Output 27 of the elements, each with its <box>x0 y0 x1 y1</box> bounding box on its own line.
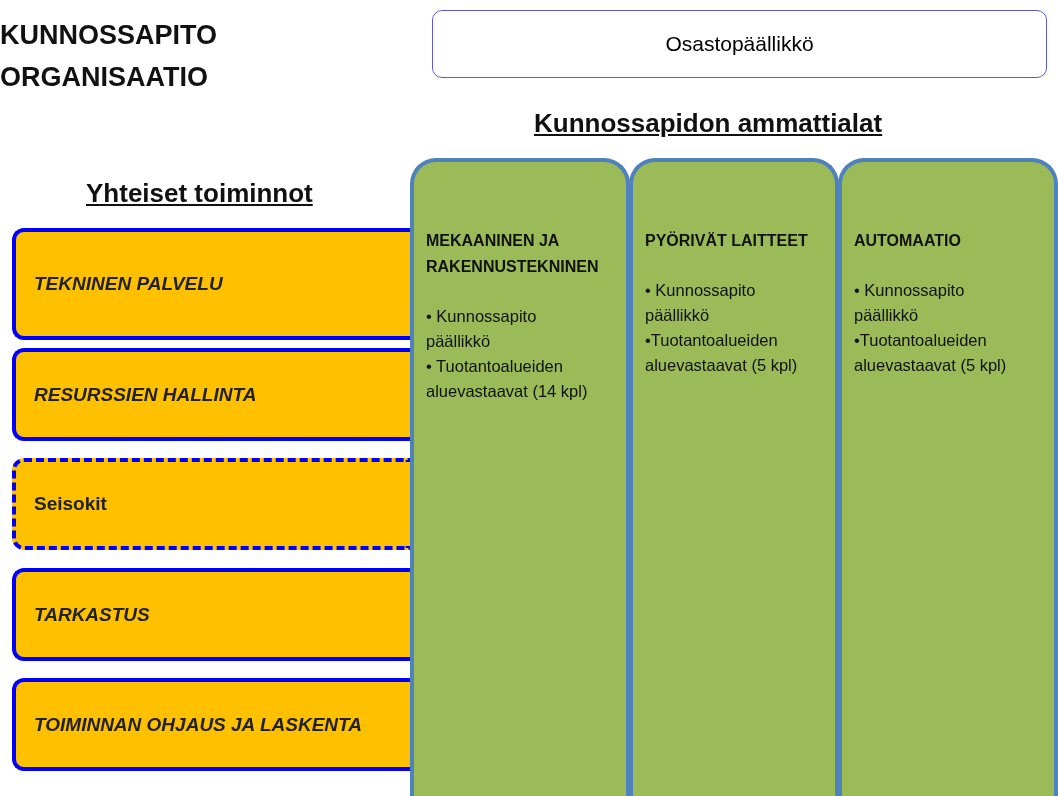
band-label: TOIMINNAN OHJAUS JA LASKENTA <box>34 713 362 736</box>
section-heading: Kunnossapidon ammattialat <box>534 108 883 139</box>
band-label: TARKASTUS <box>34 603 150 626</box>
function-band <box>12 678 410 771</box>
function-band <box>12 228 410 340</box>
bullet-item: •Tuotantoalueiden aluevastaavat (5 kpl) <box>854 330 1008 376</box>
function-band <box>12 458 410 550</box>
column-heading: AUTOMAATIO <box>854 231 962 251</box>
discipline-column <box>838 158 1058 796</box>
column-heading: PYÖRIVÄT LAITTEET <box>645 230 809 251</box>
box-label: Osastopäällikkö <box>665 32 814 56</box>
section-heading: Yhteiset toiminnot <box>86 178 313 209</box>
function-band <box>12 568 410 661</box>
discipline-column <box>629 158 839 796</box>
band-label: TEKNINEN PALVELU <box>34 273 223 295</box>
bullet-item: • Kunnossapito päällikkö <box>426 306 538 352</box>
column-heading: MEKAANINEN JA RAKENNUSTEKNINEN <box>426 231 600 277</box>
discipline-column <box>410 158 630 796</box>
bullet-item: • Kunnossapito päällikkö <box>854 280 966 326</box>
bullet-item: • Kunnossapito päällikkö <box>645 280 757 326</box>
band-label: RESURSSIEN HALLINTA <box>34 383 257 406</box>
title: KUNNOSSAPITO ORGANISAATIO <box>0 19 219 94</box>
bullet-item: •Tuotantoalueiden aluevastaavat (5 kpl) <box>645 330 799 376</box>
function-band <box>12 348 410 441</box>
band-label: Seisokit <box>34 493 107 515</box>
bullet-item: • Tuotantoalueiden aluevastaavat (14 kpl) <box>426 356 589 402</box>
position-box <box>432 10 1047 78</box>
